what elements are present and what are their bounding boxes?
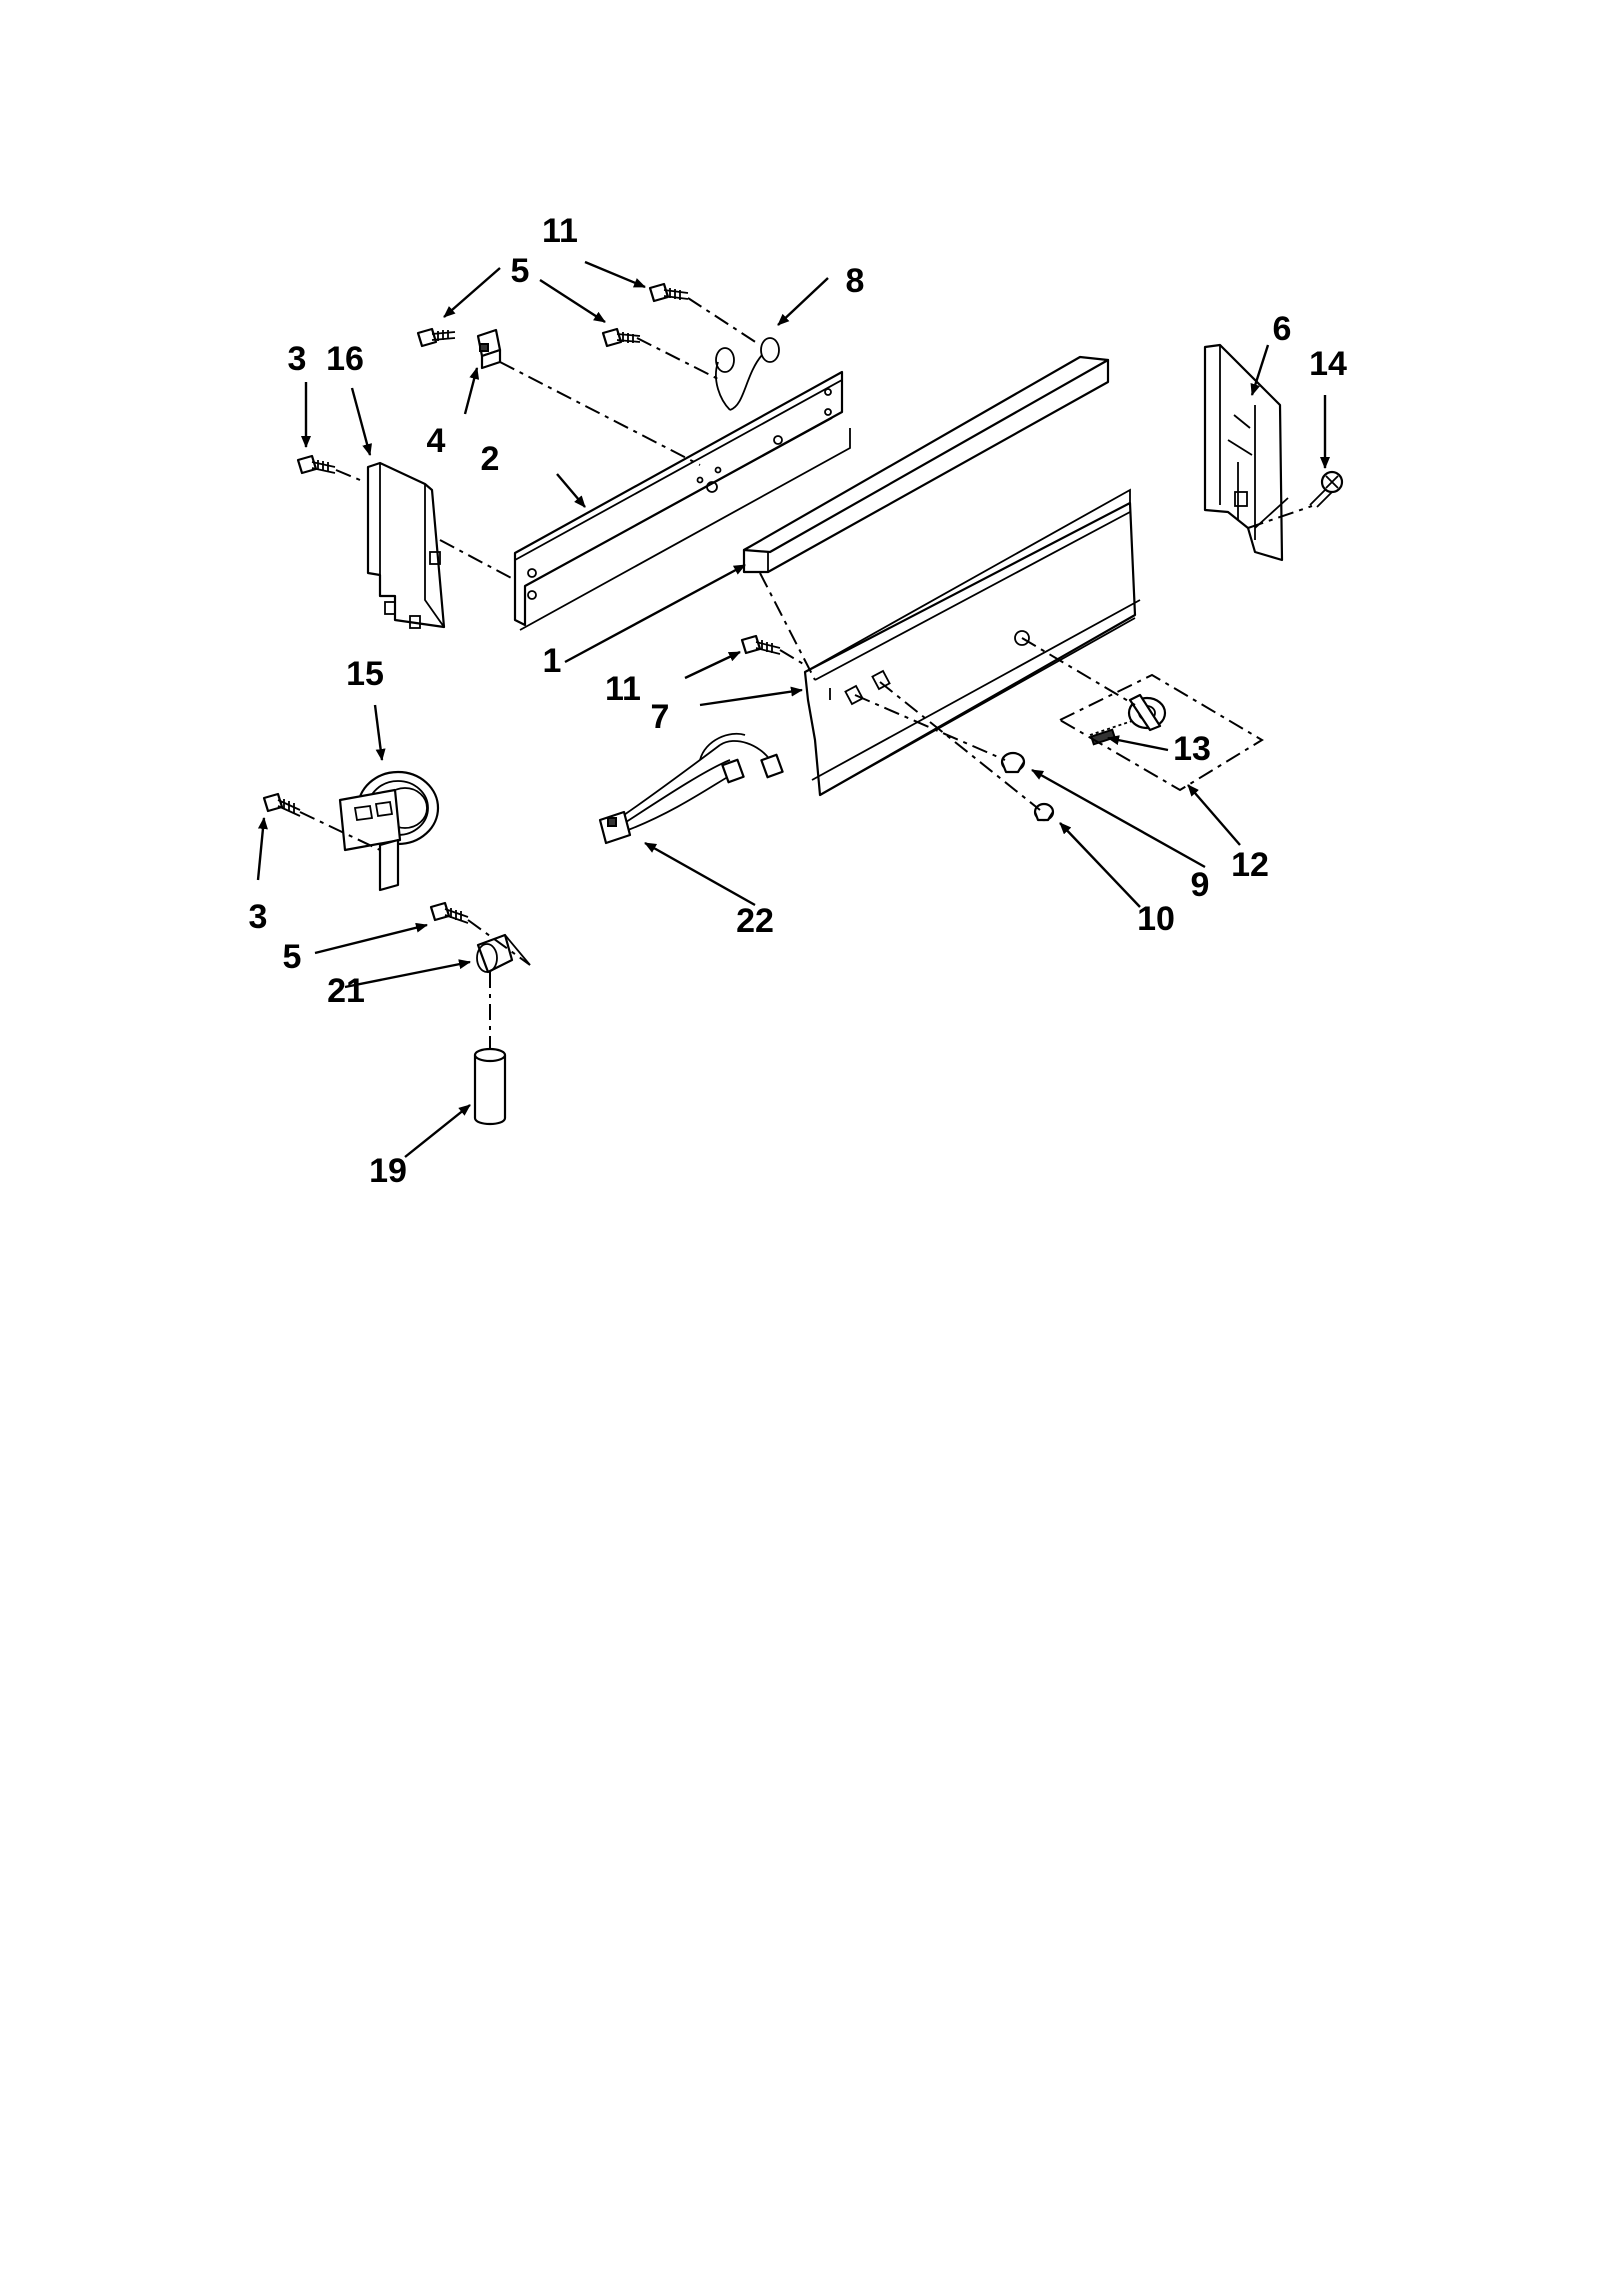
console-panel (803, 488, 1141, 797)
callout-3-lower: 3 (249, 898, 268, 936)
callout-3-upper: 3 (288, 340, 307, 378)
callout-8: 8 (846, 262, 865, 300)
screw-5-lower (429, 901, 469, 924)
clamp (476, 933, 531, 974)
callout-9: 9 (1191, 866, 1210, 904)
cylinder-plug (473, 1047, 507, 1126)
ring-terminal-wire (715, 337, 780, 411)
button-9 (1000, 751, 1026, 774)
callout-2: 2 (481, 440, 500, 478)
right-end-cap (1203, 343, 1289, 562)
top-rail (742, 355, 1110, 574)
callout-15: 15 (346, 655, 384, 693)
callout-13: 13 (1173, 730, 1211, 768)
callout-22: 22 (736, 902, 774, 940)
screw-5-top-right (601, 327, 641, 348)
callout-5-top: 5 (511, 252, 530, 290)
rear-channel-bracket (513, 370, 851, 631)
callout-11-top: 11 (542, 212, 578, 250)
button-10 (1033, 802, 1055, 822)
callout-12: 12 (1231, 846, 1269, 884)
screw-11-top (648, 282, 689, 303)
callout-10: 10 (1137, 900, 1175, 938)
callout-5-lower: 5 (283, 938, 302, 976)
callout-16: 16 (326, 340, 364, 378)
callout-1: 1 (543, 642, 562, 680)
callout-4: 4 (427, 422, 446, 460)
callout-7: 7 (651, 698, 670, 736)
wire-harness (598, 732, 784, 845)
screw-3-upper (296, 454, 336, 475)
callouts: 1 2 3 3 4 5 5 6 7 8 9 10 11 11 12 13 14 … (249, 212, 1347, 1190)
screw-5-top-left (416, 327, 456, 348)
callout-6: 6 (1273, 310, 1292, 348)
callout-19: 19 (369, 1152, 407, 1190)
left-end-cap (366, 461, 446, 629)
screw-3-lower (262, 792, 301, 817)
clip-bracket (476, 328, 502, 370)
capacitor (338, 770, 440, 892)
knob-assembly (1057, 673, 1264, 792)
screw-14 (1309, 470, 1344, 508)
leader-arrows (256, 260, 1330, 1158)
assembly-lines (299, 297, 1313, 1050)
screw-11-middle (740, 634, 781, 655)
callout-11-middle: 11 (605, 670, 641, 708)
callout-21: 21 (327, 972, 365, 1010)
callout-14: 14 (1309, 345, 1347, 383)
